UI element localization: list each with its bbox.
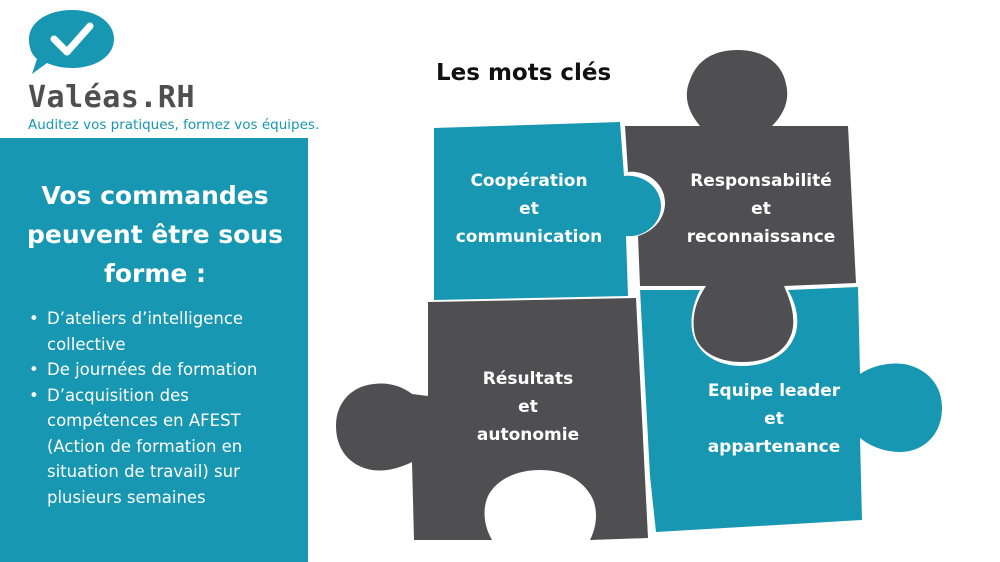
piece-text-equipe: Equipe leader et appartenance xyxy=(696,377,852,461)
piece-text-line: Responsabilité xyxy=(690,171,832,191)
piece-text-line: autonomie xyxy=(476,425,580,445)
piece-text-line: et xyxy=(519,199,539,219)
info-panel: Vos commandes peuvent être sous forme : … xyxy=(0,138,308,562)
piece-text-resultats: Résultats et autonomie xyxy=(448,365,608,449)
piece-text-line: et xyxy=(764,409,784,429)
puzzle-piece-equipe xyxy=(640,287,942,532)
puzzle-piece-resultats xyxy=(336,298,648,540)
piece-text-line: Résultats xyxy=(482,369,574,389)
piece-text-line: appartenance xyxy=(707,437,841,457)
panel-title-line: peuvent être sous xyxy=(27,220,283,249)
piece-text-line: et xyxy=(751,199,771,219)
puzzle-title: Les mots clés xyxy=(436,60,612,86)
list-item: De journées de formation xyxy=(27,357,297,383)
piece-text-cooperation: Coopération et communication xyxy=(442,167,616,251)
piece-text-line: Coopération xyxy=(470,171,588,191)
puzzle-piece-cooperation xyxy=(434,122,661,300)
list-item: D’ateliers d’intelligence collective xyxy=(27,306,297,357)
piece-text-responsabilite: Responsabilité et reconnaissance xyxy=(672,167,850,251)
order-format-list: D’ateliers d’intelligence collective De … xyxy=(27,306,297,510)
panel-title-line: forme : xyxy=(103,259,207,288)
piece-text-line: reconnaissance xyxy=(686,227,836,247)
panel-title-line: Vos commandes xyxy=(41,181,269,210)
brand-logo: Valéas.RH Auditez vos pratiques, formez … xyxy=(26,8,320,138)
brand-name: Valéas.RH xyxy=(28,80,196,115)
piece-text-line: Equipe leader xyxy=(707,381,841,401)
puzzle-piece-responsabilite xyxy=(625,50,856,362)
list-item: D’acquisition des compétences en AFEST (… xyxy=(27,383,297,511)
panel-title: Vos commandes peuvent être sous forme : xyxy=(10,176,300,293)
piece-text-line: communication xyxy=(455,227,603,247)
brand-tagline: Auditez vos pratiques, formez vos équipe… xyxy=(28,117,320,133)
check-bubble-icon xyxy=(29,10,114,74)
piece-text-line: et xyxy=(518,397,538,417)
